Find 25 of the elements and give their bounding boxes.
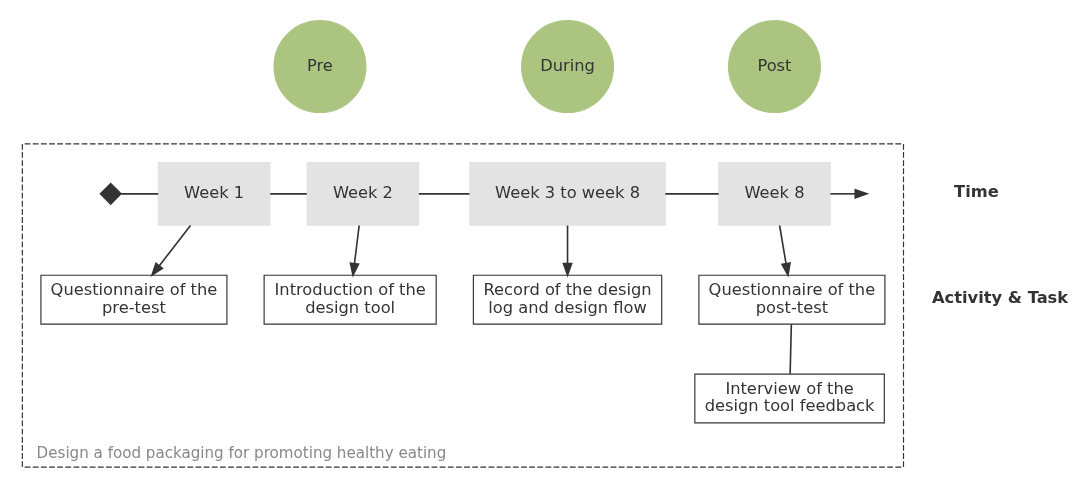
label: Activity & Task — [931, 287, 1069, 307]
connector — [269, 192, 308, 195]
node-box: Interview of the design tool feedback — [694, 372, 885, 423]
node-circle: During — [521, 19, 615, 113]
node-box: Week 2 — [306, 161, 420, 226]
node-box: Questionnaire of the pre-test — [40, 274, 228, 325]
arrow — [562, 224, 573, 278]
node-box: Week 8 — [718, 161, 831, 226]
node-box: Week 3 to week 8 — [469, 161, 666, 226]
connector — [418, 192, 471, 195]
connector — [664, 192, 720, 195]
node-box: Questionnaire of the post-test — [698, 274, 886, 325]
arrow — [778, 224, 792, 278]
node-box: Introduction of the design tool — [263, 274, 437, 325]
connector — [120, 192, 160, 195]
node-circle: Pre — [273, 19, 367, 113]
label: Time — [954, 181, 999, 201]
node-box: Week 1 — [157, 161, 271, 226]
node-box: Record of the design log and design flow — [472, 274, 663, 325]
arrow — [349, 224, 360, 278]
node-circle: Post — [727, 19, 821, 113]
arrow — [150, 224, 192, 277]
node-diamond — [99, 182, 122, 205]
arrow — [829, 188, 870, 199]
connector — [789, 322, 793, 375]
